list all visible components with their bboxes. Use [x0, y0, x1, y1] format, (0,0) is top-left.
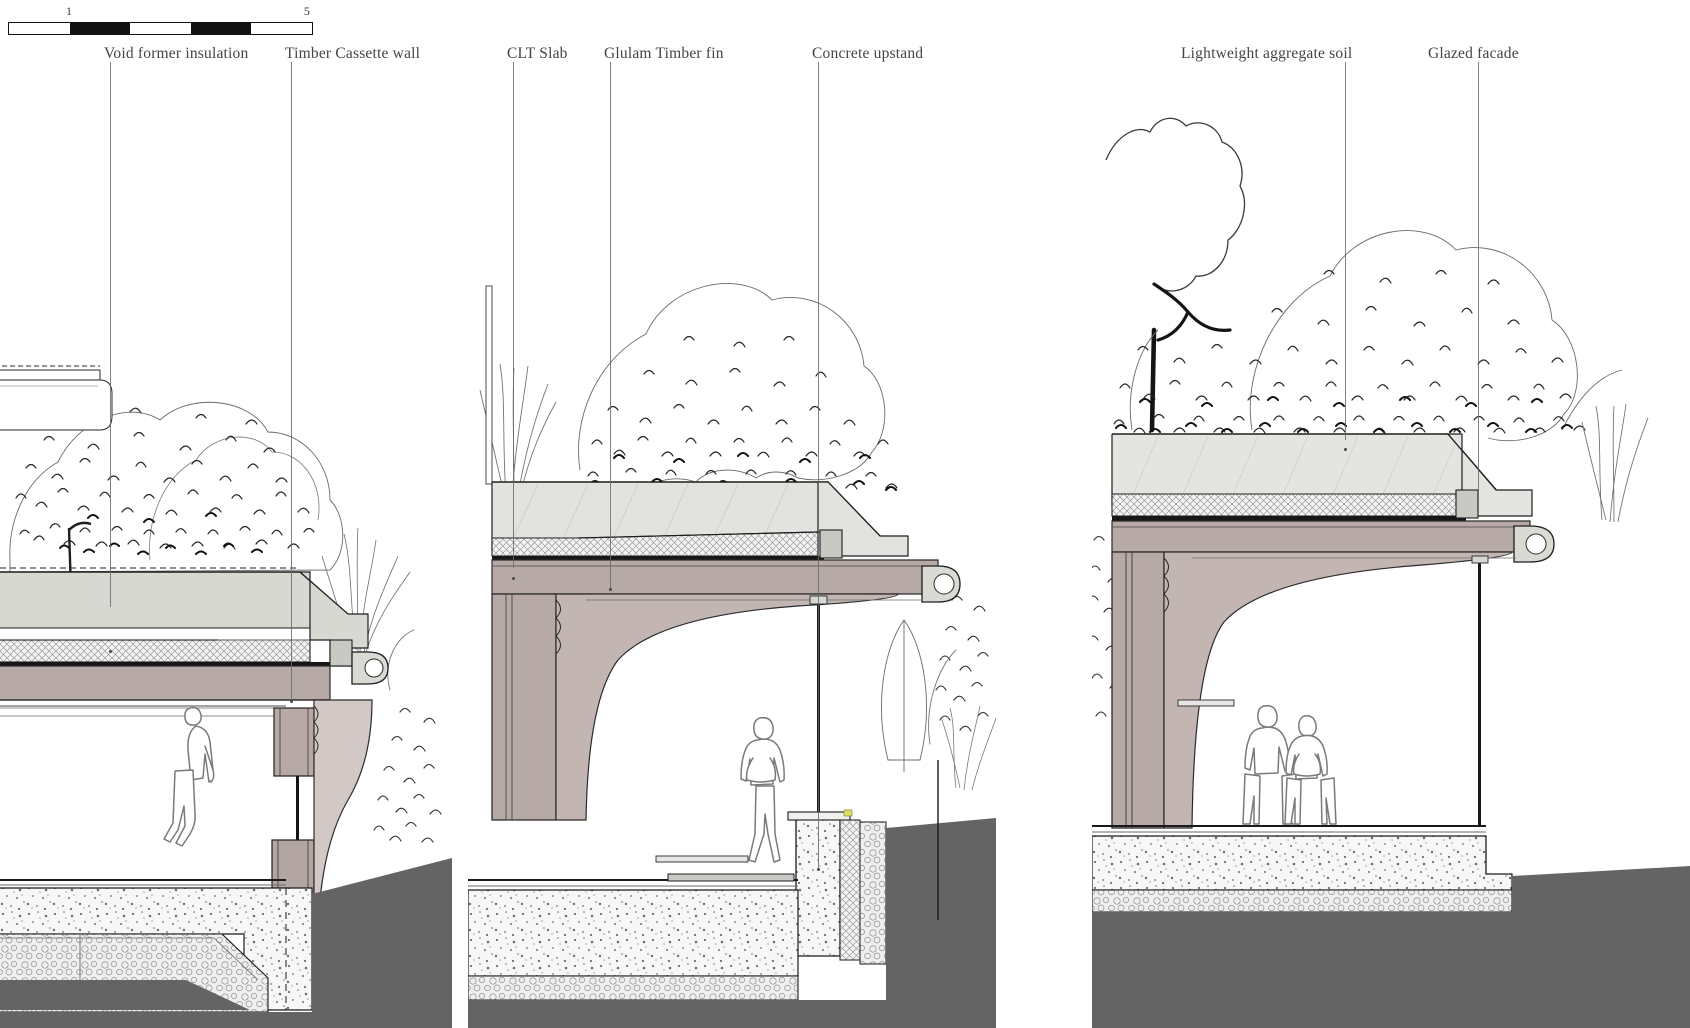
leader-dot-lightweight-aggregate-soil	[1344, 448, 1347, 451]
scale-segment-1	[9, 23, 70, 34]
grass-clump-right	[941, 705, 996, 791]
insulation-layer	[1111, 493, 1463, 517]
conifer-tree	[881, 619, 927, 772]
foliage-dark-mass	[59, 512, 263, 555]
leader-dot-concrete-upstand	[817, 868, 820, 871]
clt-slab	[1111, 520, 1531, 553]
foliage-dark-mass	[1114, 395, 1574, 434]
waterproof-membrane	[0, 662, 330, 666]
human-figure	[1284, 714, 1337, 825]
annotation-void-former-insulation: Void former insulation	[104, 45, 249, 62]
annotation-glazed-facade: Glazed facade	[1428, 45, 1519, 62]
scale-bar: 1 5	[8, 4, 313, 40]
leader-dot-timber-cassette-wall	[290, 700, 293, 703]
handrail-stub	[1177, 699, 1235, 707]
glulam-curved-haunch	[313, 699, 373, 901]
tree-trunk	[1149, 327, 1157, 433]
scale-segment-4	[190, 23, 252, 34]
annotation-glulam-timber-fin: Glulam Timber fin	[604, 45, 724, 62]
concrete-upstand	[787, 809, 887, 965]
timber-cassette-wall-upper	[273, 707, 315, 777]
void-former-insulation-layer	[0, 627, 320, 663]
leader-line-glulam-timber-fin	[610, 62, 611, 588]
leader-line-concrete-upstand	[818, 62, 819, 868]
section-detail-panel-right	[1092, 0, 1690, 1028]
scale-tick-5: 5	[303, 4, 310, 18]
waterproof-membrane	[1112, 516, 1466, 521]
leader-line-timber-cassette-wall	[291, 62, 292, 700]
vertical-post	[485, 285, 493, 485]
section-detail-panel-left	[0, 0, 452, 1028]
scale-tick-1: 1	[66, 4, 72, 18]
scale-segment-2	[69, 23, 131, 34]
human-figure	[163, 706, 215, 847]
tree-canopy-outline	[1105, 117, 1246, 292]
glulam-timber-fin	[1111, 551, 1513, 829]
annotation-timber-cassette-wall: Timber Cassette wall	[285, 45, 421, 62]
earth-mass	[0, 858, 452, 1028]
foreground-shrub-right	[373, 629, 442, 843]
roof-edge-and-gutter	[1446, 433, 1555, 563]
ornamental-grass	[321, 527, 411, 653]
leader-line-lightweight-aggregate-soil	[1345, 62, 1346, 440]
threshold-step	[667, 873, 795, 882]
leader-dot-glulam-timber-fin	[609, 588, 612, 591]
scale-segment-3	[130, 23, 191, 34]
human-figure	[740, 716, 785, 863]
annotation-clt-slab: CLT Slab	[507, 45, 568, 62]
handrail	[655, 855, 749, 863]
leader-dot-clt-slab	[512, 577, 515, 580]
glazed-facade	[1471, 555, 1489, 826]
waterproof-membrane	[492, 556, 824, 560]
leader-line-glazed-facade	[1478, 62, 1479, 512]
foliage-stipple	[1113, 269, 1586, 434]
glazing-mullion	[296, 776, 299, 840]
roof-edge-upstand-and-gutter	[298, 571, 389, 685]
shrub-right	[928, 595, 989, 745]
glulam-timber-fin	[491, 593, 899, 821]
floor-slab	[1092, 825, 1513, 913]
annotation-concrete-upstand: Concrete upstand	[812, 45, 924, 62]
earth-mass	[468, 760, 996, 1028]
leader-line-clt-slab	[513, 62, 514, 568]
scale-segment-5	[251, 23, 312, 34]
vegetation-background	[9, 401, 344, 573]
earth-mass	[1092, 866, 1690, 1028]
ornamental-grass-right	[1581, 403, 1649, 523]
section-detail-panel-middle	[468, 0, 996, 1028]
soffit-lining	[0, 707, 283, 717]
floor-slab	[468, 879, 799, 1001]
clt-slab	[491, 559, 939, 595]
scale-bar-ticks: 1 5	[8, 4, 313, 20]
clt-roof-slab	[0, 665, 331, 707]
scale-bar-graphic	[8, 22, 313, 35]
tree-branch-structure	[1152, 282, 1232, 342]
roof-edge-and-gutter	[817, 481, 961, 603]
vegetation-background	[1129, 230, 1623, 442]
leader-dot-void-former-insulation	[109, 650, 112, 653]
vegetation-background	[578, 282, 886, 499]
annotation-lightweight-aggregate-soil: Lightweight aggregate soil	[1181, 45, 1353, 62]
foliage-stipple	[587, 335, 898, 490]
adjacent-building-fragment	[0, 365, 113, 431]
leader-line-void-former-insulation	[110, 62, 111, 607]
